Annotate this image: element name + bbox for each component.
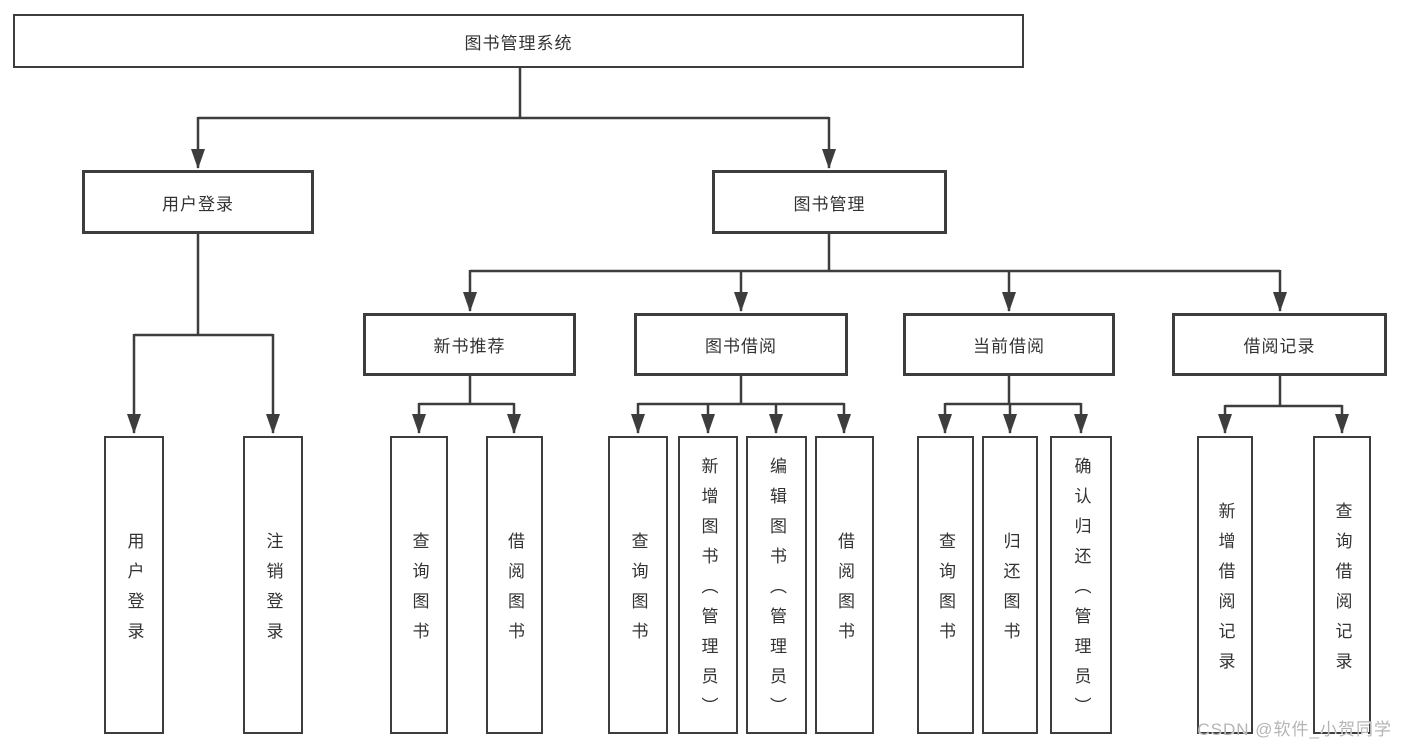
leaf-borrow-books: 借阅图书 <box>815 436 874 734</box>
node-user-login-label: 用户登录 <box>162 194 234 214</box>
node-book-management-label: 图书管理 <box>793 194 866 214</box>
node-user-login: 用户登录 <box>82 170 314 234</box>
leaf-return-books-label: 归还图书 <box>1000 531 1020 652</box>
connector-new-book-recommend <box>412 376 521 434</box>
node-current-borrowing: 当前借阅 <box>903 313 1115 376</box>
connector-book-borrowing <box>631 376 851 434</box>
leaf-query-books-current: 查询图书 <box>917 436 974 734</box>
leaf-edit-books-admin-label: 编辑图书（管理员） <box>767 456 786 727</box>
connector-user-login <box>127 234 280 434</box>
leaf-query-books-current-label: 查询图书 <box>936 531 955 652</box>
leaf-query-books-recommend: 查询图书 <box>390 436 448 734</box>
leaf-edit-books-admin: 编辑图书（管理员） <box>746 436 807 734</box>
leaf-confirm-return-admin: 确认归还（管理员） <box>1050 436 1112 734</box>
leaf-add-books-admin-label: 新增图书（管理员） <box>698 456 718 727</box>
leaf-query-books-borrowing: 查询图书 <box>608 436 668 734</box>
leaf-add-borrow-record-label: 新增借阅记录 <box>1215 501 1235 682</box>
connector-current-borrowing <box>938 376 1088 434</box>
leaf-query-books-borrowing-label: 查询图书 <box>628 531 648 652</box>
leaf-logout: 注销登录 <box>243 436 303 734</box>
node-root-label: 图书管理系统 <box>464 33 573 53</box>
leaf-query-borrow-record-label: 查询借阅记录 <box>1332 501 1352 682</box>
leaf-query-books-recommend-label: 查询图书 <box>409 531 429 652</box>
leaf-add-borrow-record: 新增借阅记录 <box>1197 436 1253 734</box>
leaf-add-books-admin: 新增图书（管理员） <box>678 436 738 734</box>
leaf-borrow-books-label: 借阅图书 <box>835 531 854 652</box>
node-current-borrowing-label: 当前借阅 <box>973 337 1045 356</box>
leaf-borrow-books-recommend-label: 借阅图书 <box>505 531 524 652</box>
node-book-management: 图书管理 <box>712 170 947 234</box>
node-new-book-recommend-label: 新书推荐 <box>433 337 506 356</box>
node-root-system: 图书管理系统 <box>13 14 1024 68</box>
node-new-book-recommend: 新书推荐 <box>363 313 576 376</box>
leaf-borrow-books-recommend: 借阅图书 <box>486 436 543 734</box>
node-borrowing-records-label: 借阅记录 <box>1243 337 1316 356</box>
leaf-return-books: 归还图书 <box>982 436 1038 734</box>
leaf-user-login-label: 用户登录 <box>124 531 144 652</box>
leaf-logout-label: 注销登录 <box>263 531 283 652</box>
connector-book-management <box>463 234 1287 312</box>
connector-root <box>191 68 836 169</box>
connector-borrowing-records <box>1218 376 1349 434</box>
leaf-confirm-return-admin-label: 确认归还（管理员） <box>1071 456 1091 727</box>
leaf-user-login: 用户登录 <box>104 436 164 734</box>
node-borrowing-records: 借阅记录 <box>1172 313 1387 376</box>
leaf-query-borrow-record: 查询借阅记录 <box>1313 436 1371 734</box>
node-book-borrowing-label: 图书借阅 <box>705 337 777 356</box>
node-book-borrowing: 图书借阅 <box>634 313 848 376</box>
